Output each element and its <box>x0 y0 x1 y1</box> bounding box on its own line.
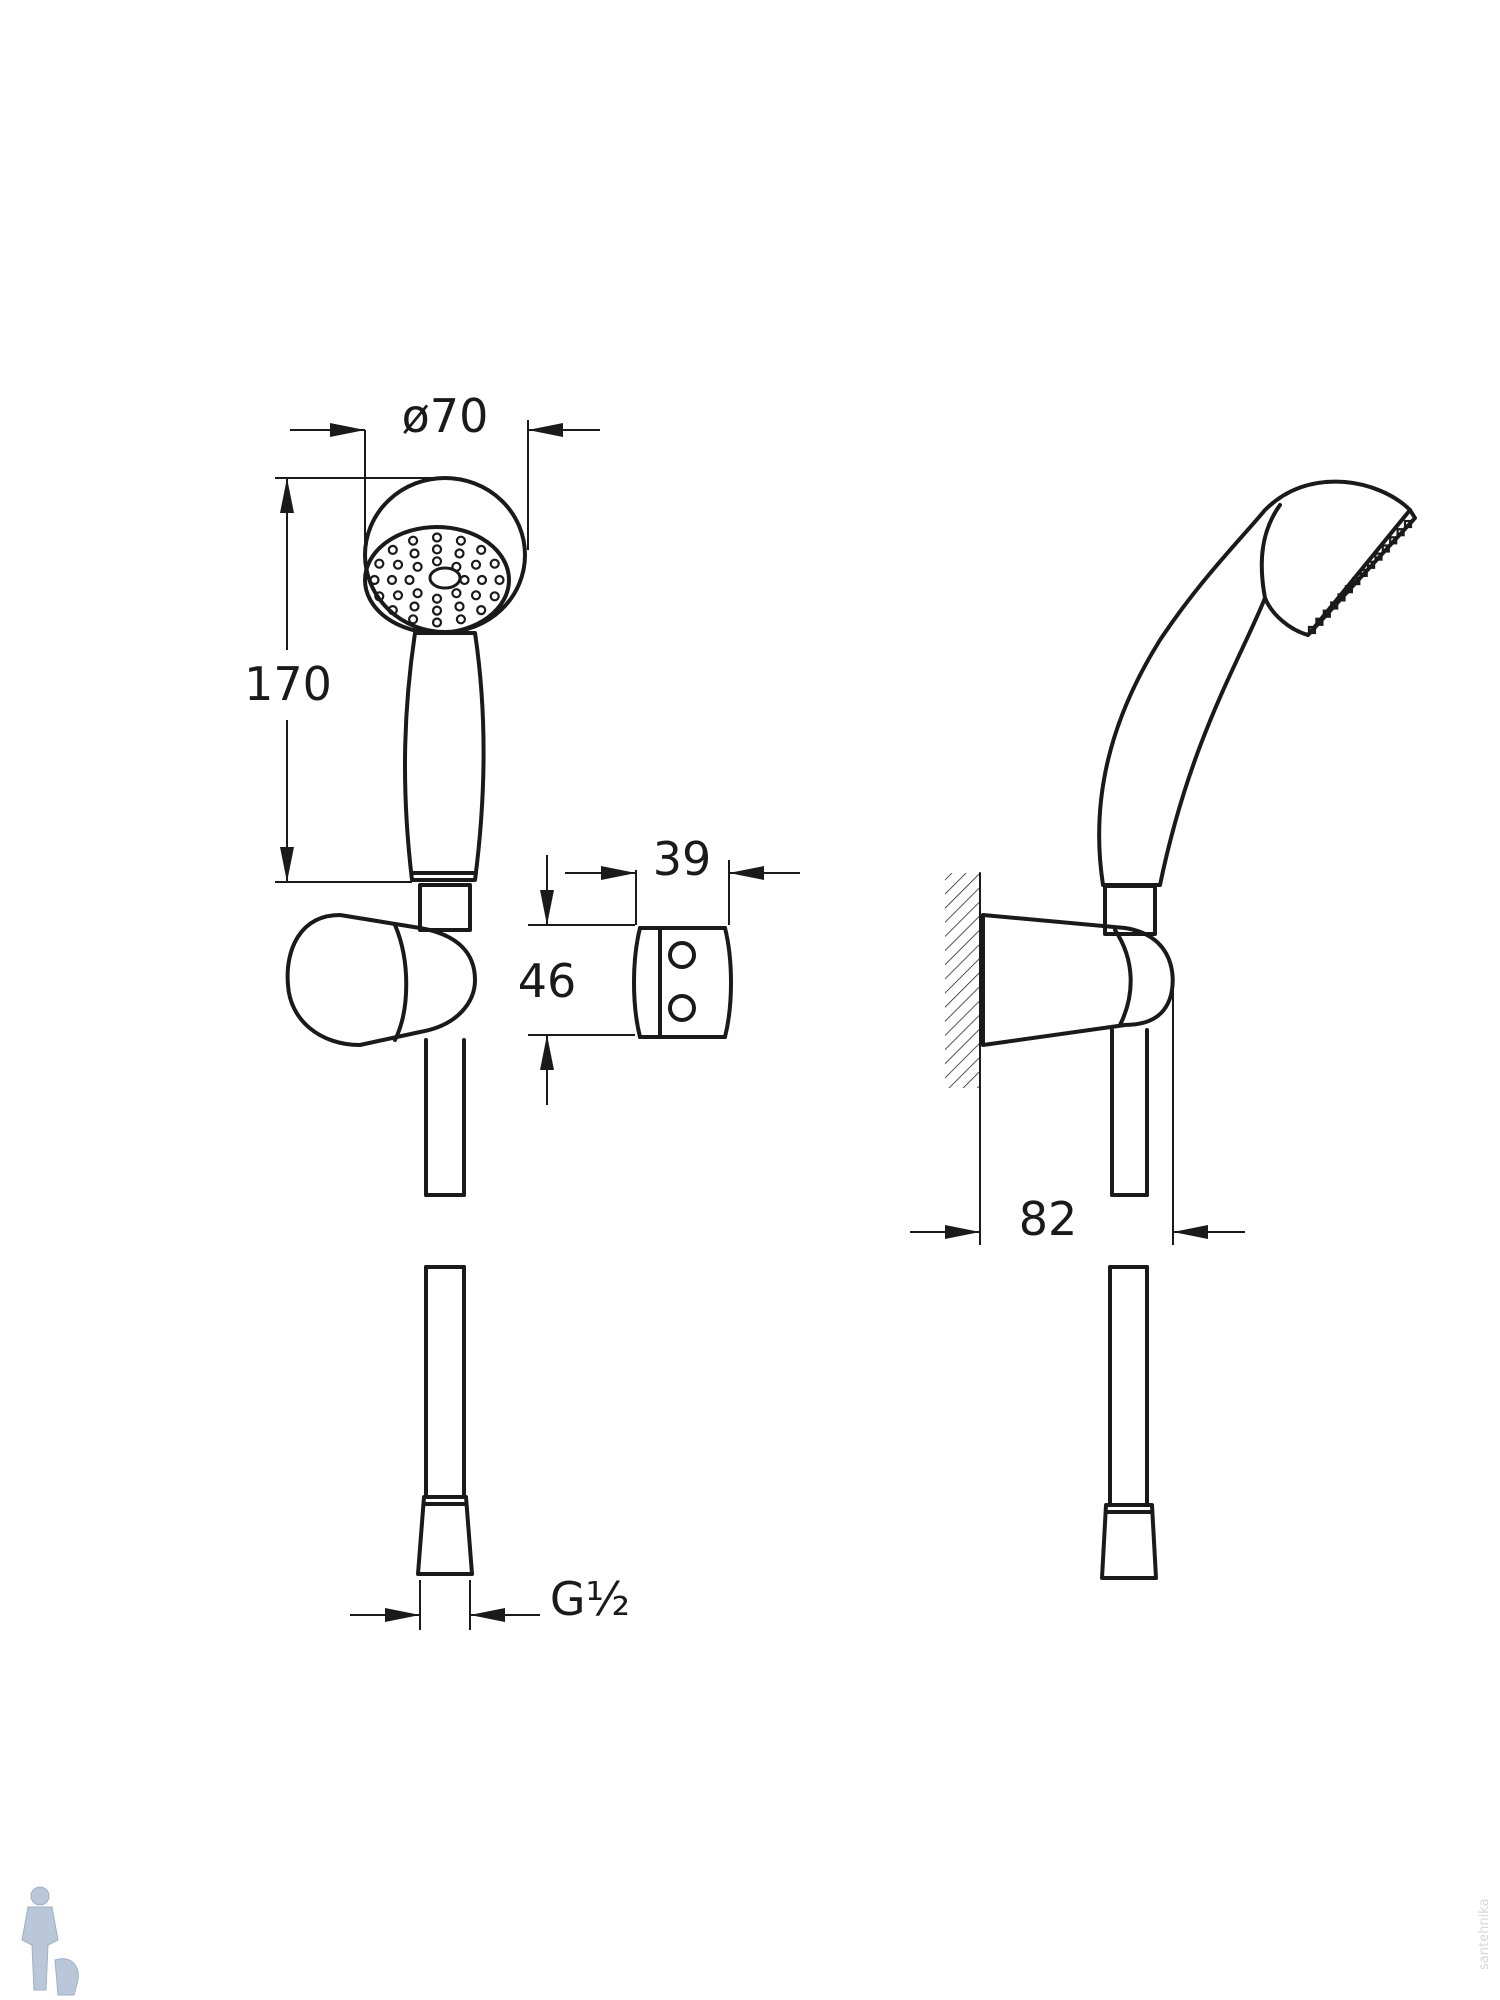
spray-hole <box>374 591 385 602</box>
spray-hole <box>409 548 420 559</box>
spray-hole <box>494 574 505 586</box>
hose-collar-front <box>418 883 472 932</box>
label-holder-height: 46 <box>518 954 577 1008</box>
hose-nut-side <box>1100 1503 1158 1580</box>
spray-hole <box>459 574 470 586</box>
dim-holder-height: 46 <box>518 855 635 1105</box>
dim-holder-width: 39 <box>565 832 800 925</box>
label-holder-width: 39 <box>653 832 712 886</box>
wall-holder-front <box>285 913 477 1047</box>
side-nozzle <box>1322 609 1331 618</box>
handle-front <box>403 631 486 882</box>
plumber-logo <box>21 1886 79 1996</box>
side-nozzle <box>1381 544 1390 553</box>
side-nozzle <box>1403 519 1413 529</box>
spray-hole <box>454 548 465 559</box>
label-thread: G½ <box>550 1572 630 1626</box>
spray-hole <box>431 544 443 555</box>
front-view <box>285 476 527 1576</box>
side-view <box>945 479 1417 1580</box>
spray-hole <box>392 590 404 601</box>
spray-hole <box>392 559 404 570</box>
spray-hole <box>408 535 419 546</box>
label-height: 170 <box>244 657 332 711</box>
spray-hole <box>431 617 443 628</box>
dim-diameter: ø70 <box>290 389 600 550</box>
spray-hole <box>454 601 465 612</box>
side-nozzle <box>1396 528 1405 537</box>
side-nozzle <box>1374 552 1383 561</box>
label-diameter: ø70 <box>402 389 489 443</box>
spray-hole <box>451 588 462 599</box>
holder-detail <box>632 926 733 1039</box>
watermark-text: santehnika <box>1477 1899 1492 1970</box>
spray-hole <box>470 590 482 601</box>
side-nozzle <box>1344 585 1354 594</box>
side-nozzle <box>1337 593 1346 602</box>
spray-hole <box>476 544 487 556</box>
side-nozzle <box>1366 560 1376 569</box>
spray-hole <box>408 614 419 625</box>
spray-hole <box>369 574 380 586</box>
spray-hole <box>409 601 420 612</box>
dim-height: 170 <box>244 477 440 883</box>
side-nozzle <box>1330 601 1339 610</box>
dim-thread: G½ <box>350 1572 630 1630</box>
spray-hole <box>412 588 423 599</box>
spray-hole <box>374 558 385 569</box>
side-nozzle <box>1352 576 1361 586</box>
hose-nut-front <box>416 1495 474 1576</box>
side-nozzle <box>1307 625 1317 635</box>
side-nozzle <box>1359 568 1368 578</box>
wall-hatch <box>945 873 980 1088</box>
side-nozzle <box>1389 536 1398 545</box>
spray-holes <box>369 532 505 628</box>
spray-hole <box>476 574 488 586</box>
handset-side <box>1097 479 1412 887</box>
side-nozzles <box>1307 519 1413 635</box>
dim-projection: 82 <box>910 985 1245 1246</box>
spray-hole <box>489 558 500 569</box>
spray-hole <box>431 593 443 604</box>
spray-hole <box>431 605 443 616</box>
spray-hole <box>489 591 500 602</box>
label-projection: 82 <box>1019 1192 1078 1246</box>
spray-hole <box>387 544 398 556</box>
spray-hole <box>404 574 415 586</box>
spray-hole <box>470 559 482 570</box>
spray-hole <box>412 561 423 572</box>
spray-hole <box>431 556 443 567</box>
spray-hole <box>431 532 443 543</box>
side-nozzle <box>1315 617 1324 626</box>
spray-hole <box>455 614 466 625</box>
spray-hole <box>476 604 487 616</box>
shower-head-front <box>363 476 527 635</box>
spray-hole <box>455 535 466 546</box>
spray-hole <box>386 574 398 586</box>
spray-hole <box>387 604 398 616</box>
